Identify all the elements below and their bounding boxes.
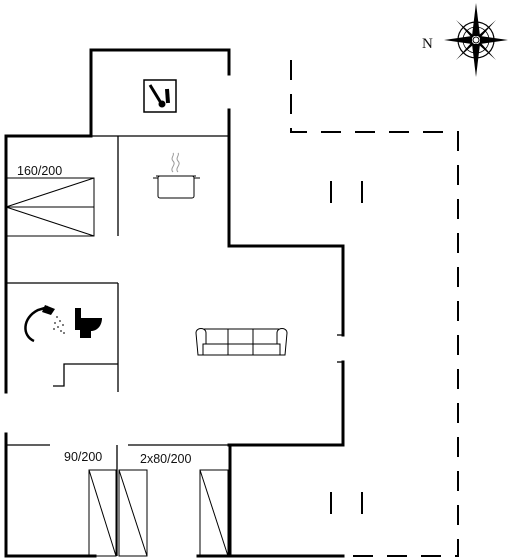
walls — [4, 48, 345, 558]
washing-machine-icon — [143, 79, 177, 113]
twin-bed-line-1 — [118, 469, 148, 557]
shower-icon — [24, 305, 65, 343]
wall-living-south — [227, 360, 345, 447]
single-bed-line — [88, 469, 117, 557]
twin-beds — [118, 469, 229, 557]
twin-bed-frame-1 — [118, 469, 148, 557]
twin-bed-label: 2x80/200 — [140, 452, 191, 466]
wall-living-east — [227, 244, 345, 337]
single-bed-label: 90/200 — [64, 450, 102, 464]
twin-bed-line-2 — [199, 469, 229, 557]
compass-rose-icon — [444, 3, 508, 77]
terrace-outline — [290, 60, 459, 557]
compass-north-label: N — [422, 36, 433, 52]
double-bed-line — [5, 206, 95, 237]
twin-bed-frame-2 — [199, 469, 229, 557]
sofa-icon — [195, 328, 288, 356]
double-bed — [5, 177, 95, 237]
partitions — [6, 135, 343, 556]
double-bed-label: 160/200 — [17, 164, 62, 178]
terrace-marks — [330, 181, 363, 514]
single-bed — [88, 469, 117, 557]
partition-bath-step — [53, 363, 118, 387]
double-bed-line — [5, 177, 95, 208]
toilet-icon — [75, 308, 102, 338]
cooking-pot-icon — [153, 152, 200, 199]
terrace-boundary — [290, 60, 459, 557]
single-bed-frame — [88, 469, 117, 557]
